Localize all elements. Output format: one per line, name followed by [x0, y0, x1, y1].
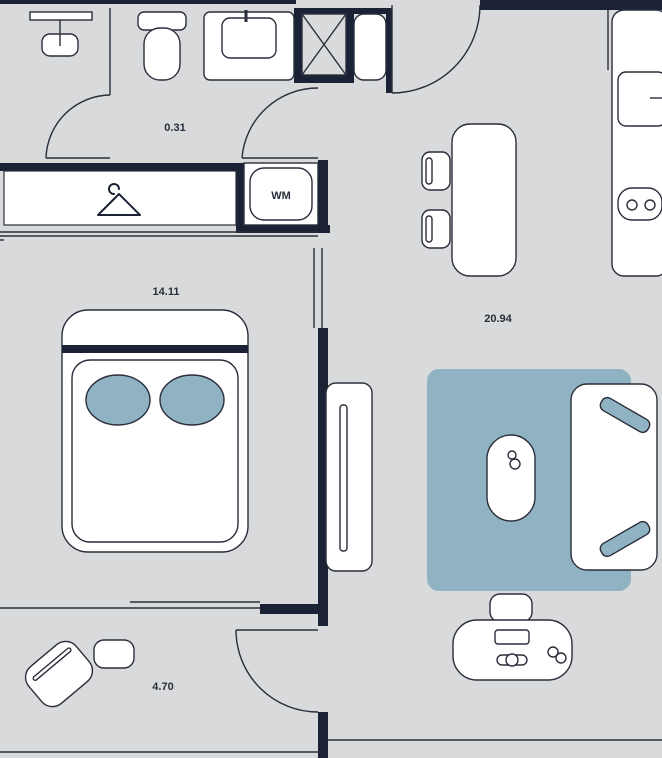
pillow-left	[85, 374, 151, 426]
side-table	[93, 639, 135, 669]
sofa	[570, 383, 658, 571]
washing-machine: WM	[243, 162, 319, 226]
area-labels: 0.31 14.11 20.94 4.70	[152, 122, 512, 693]
toilet-bowl	[143, 27, 181, 81]
living-area-label: 20.94	[484, 313, 512, 325]
coat-hanger-icon	[97, 183, 141, 216]
armchair	[24, 640, 94, 708]
cooktop	[617, 187, 662, 221]
hall-bath-door-swing	[241, 87, 319, 159]
coffee-table	[486, 434, 536, 522]
wardrobe	[3, 170, 237, 226]
kitchen-sink	[617, 71, 662, 127]
washing-machine-label: WM	[271, 190, 291, 202]
bathroom-area-label: 0.31	[164, 122, 185, 134]
bedroom-area-label: 14.11	[153, 286, 180, 298]
partitions	[0, 8, 662, 753]
hall-furniture	[24, 639, 135, 708]
bathroom-door-swing	[45, 94, 111, 159]
towel-rail	[29, 11, 93, 21]
double-bed	[61, 309, 249, 553]
table-top	[451, 123, 517, 277]
tv-console	[452, 593, 573, 681]
bathroom-fixtures	[29, 10, 387, 81]
tall-cabinet	[353, 13, 387, 81]
entrance-door-swing	[235, 629, 319, 713]
doors	[45, 4, 481, 713]
bench	[325, 382, 373, 572]
sink-basin	[221, 17, 277, 59]
kitchen-counter	[611, 9, 662, 277]
hall-area-label: 4.70	[152, 681, 173, 693]
kitchen-door-swing	[391, 4, 481, 94]
pillow-right	[159, 374, 225, 426]
bed-headboard-line	[62, 345, 248, 353]
dining-table	[421, 123, 517, 277]
